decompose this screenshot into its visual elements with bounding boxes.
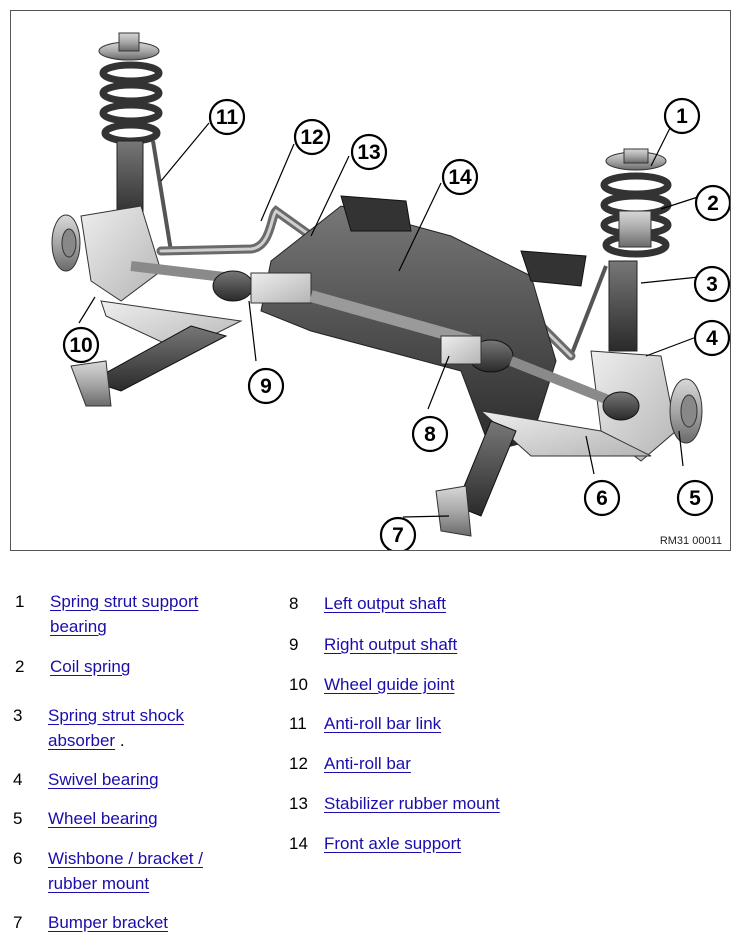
callout-12: 12 — [293, 118, 331, 156]
legend-number: 5 — [13, 809, 23, 828]
legend-number: 12 — [289, 754, 308, 773]
callout-6: 6 — [583, 479, 621, 517]
callout-13: 13 — [350, 133, 388, 171]
left-knuckle — [51, 205, 162, 302]
legend-link-4[interactable]: Swivel bearing — [48, 770, 159, 789]
legend-suffix: . — [119, 731, 125, 750]
legend-number: 14 — [289, 834, 308, 853]
svg-text:11: 11 — [216, 106, 239, 129]
svg-text:2: 2 — [707, 192, 719, 215]
legend-link-12[interactable]: Anti-roll bar — [324, 754, 411, 773]
svg-text:3: 3 — [706, 273, 718, 296]
legend-number: 10 — [289, 675, 308, 694]
svg-text:14: 14 — [448, 166, 472, 189]
legend-number: 13 — [289, 794, 308, 813]
callout-10: 10 — [62, 326, 100, 364]
svg-text:4: 4 — [706, 327, 718, 350]
legend-number: 3 — [13, 706, 23, 725]
legend-link-13[interactable]: Stabilizer rubber mount — [324, 794, 500, 813]
legend-number: 8 — [289, 594, 299, 613]
legend-link-9[interactable]: Right output shaft — [324, 635, 458, 654]
legend-number: 2 — [15, 657, 25, 676]
legend-link-2[interactable]: Coil spring — [50, 657, 131, 676]
legend-link-11[interactable]: Anti-roll bar link — [324, 714, 442, 733]
callout-1: 1 — [663, 97, 701, 135]
legend-link-6[interactable]: Wishbone / bracket / rubber mount — [48, 849, 203, 893]
legend-link-14[interactable]: Front axle support — [324, 834, 462, 853]
callout-9: 9 — [247, 367, 285, 405]
svg-text:6: 6 — [596, 487, 608, 510]
legend-number: 11 — [289, 714, 307, 733]
svg-text:8: 8 — [424, 423, 436, 446]
legend-number: 9 — [289, 635, 299, 654]
legend-link-5[interactable]: Wheel bearing — [48, 809, 158, 828]
legend-number: 6 — [13, 849, 23, 868]
legend-link-8[interactable]: Left output shaft — [324, 594, 446, 613]
legend-number: 7 — [13, 913, 23, 932]
legend-link-3[interactable]: Spring strut shock absorber — [48, 706, 185, 750]
legend-number: 4 — [13, 770, 23, 789]
svg-text:13: 13 — [357, 141, 380, 164]
callout-8: 8 — [411, 415, 449, 453]
legend-number: 1 — [15, 592, 25, 611]
callout-2: 2 — [694, 184, 730, 222]
callout-3: 3 — [693, 265, 730, 303]
callout-4: 4 — [693, 319, 730, 357]
svg-text:10: 10 — [69, 334, 92, 357]
bumper-brackets — [70, 325, 517, 537]
callout-7: 7 — [379, 516, 417, 550]
svg-text:5: 5 — [689, 487, 701, 510]
svg-text:1: 1 — [676, 105, 688, 128]
legend-link-1[interactable]: Spring strut support bearing — [50, 592, 199, 636]
figure-reference: RM31 00011 — [659, 535, 722, 547]
callout-11: 11 — [208, 98, 246, 136]
callout-5: 5 — [676, 479, 714, 517]
right-strut — [569, 148, 672, 357]
leader-lines — [78, 122, 702, 518]
callout-14: 14 — [441, 158, 479, 196]
drive-shafts — [130, 261, 640, 421]
svg-text:9: 9 — [260, 375, 272, 398]
legend-link-7[interactable]: Bumper bracket — [48, 913, 168, 932]
svg-text:7: 7 — [392, 524, 404, 547]
legend-link-10[interactable]: Wheel guide joint — [324, 675, 455, 694]
svg-text:12: 12 — [300, 126, 323, 149]
